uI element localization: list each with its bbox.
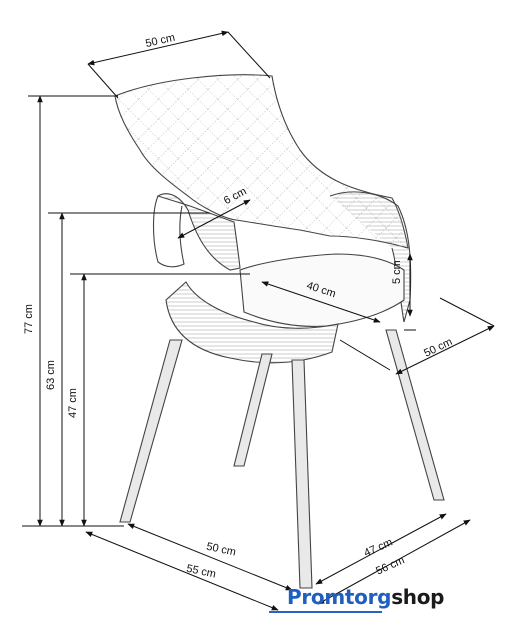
chair-leg-front-right [291,359,313,589]
brand-logo-part1: Promtorg [287,585,392,609]
chair-shell [165,281,339,364]
label-seat-height: 47 cm [67,388,79,418]
brand-logo-part2: shop [391,585,445,609]
chair-sketch [114,74,445,589]
chair-armrest-front [153,195,185,268]
dimension-lines [22,30,495,611]
brand-underline [269,611,382,613]
brand-logo: Promtorgshop [287,585,444,609]
chair-leg-back-left [233,353,273,467]
label-base-depth-outer: 55 cm [185,563,217,581]
chair-leg-front-left [119,339,183,523]
label-base-width-inner: 47 cm [362,536,394,559]
label-base-depth-inner: 50 cm [205,541,237,559]
label-armrest-height: 63 cm [45,360,57,390]
label-seat-side-width: 50 cm [422,336,454,360]
label-total-height: 77 cm [23,304,35,334]
label-seat-thickness: 5 cm [391,260,403,284]
label-base-width-outer: 56 cm [374,554,406,577]
